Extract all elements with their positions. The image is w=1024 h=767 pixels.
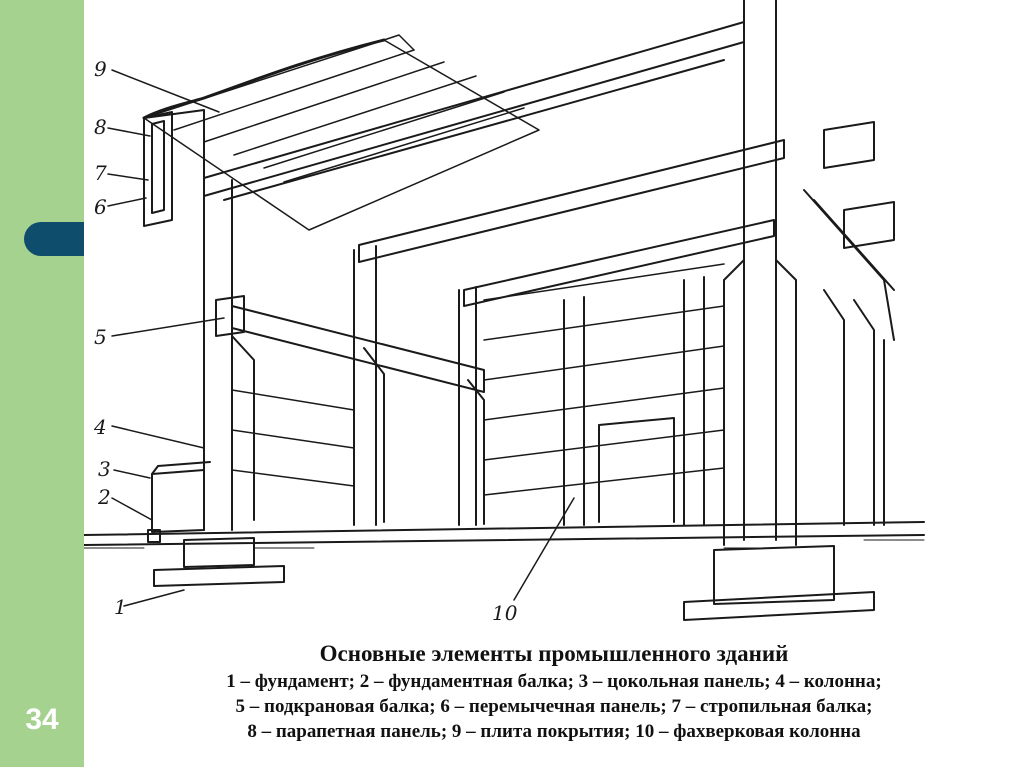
side-strip: 34 (0, 0, 84, 767)
foundations (153, 537, 875, 621)
ground-line (84, 521, 925, 546)
caption-line-1: 1 – фундамент; 2 – фундаментная балка; 3… (226, 671, 882, 692)
callout-8: 8 (94, 115, 107, 139)
rafter-beams (203, 21, 785, 307)
callout-5: 5 (94, 325, 107, 349)
caption-line-2: 5 – подкрановая балка; 6 – перемычечная … (235, 696, 873, 717)
half-timber-columns (563, 276, 705, 526)
columns (203, 0, 797, 546)
building-frame-drawing: 9 8 7 6 5 4 3 2 1 10 (84, 0, 1024, 638)
callout-7: 7 (94, 161, 107, 185)
caption-title: Основные элементы промышленного зданий (319, 641, 789, 666)
foundation-beam (147, 461, 211, 543)
right-frame (803, 121, 895, 526)
parapet-panel (143, 109, 205, 227)
figure-caption: Основные элементы промышленного зданий 1… (84, 641, 1024, 744)
callout-6: 6 (94, 195, 107, 219)
callout-leaders (107, 69, 575, 607)
side-tab-marker (24, 222, 84, 256)
callout-2: 2 (97, 485, 111, 509)
callout-4: 4 (93, 415, 107, 439)
callout-9: 9 (94, 57, 107, 81)
caption-line-3: 8 – парапетная панель; 9 – плита покрыти… (247, 721, 861, 742)
callout-3: 3 (98, 457, 111, 481)
wall-panels (231, 263, 725, 496)
callout-1: 1 (114, 595, 127, 619)
callout-10: 10 (492, 601, 518, 625)
crane-girder (215, 295, 485, 525)
page-number: 34 (25, 703, 59, 736)
roof-slabs (142, 34, 540, 231)
